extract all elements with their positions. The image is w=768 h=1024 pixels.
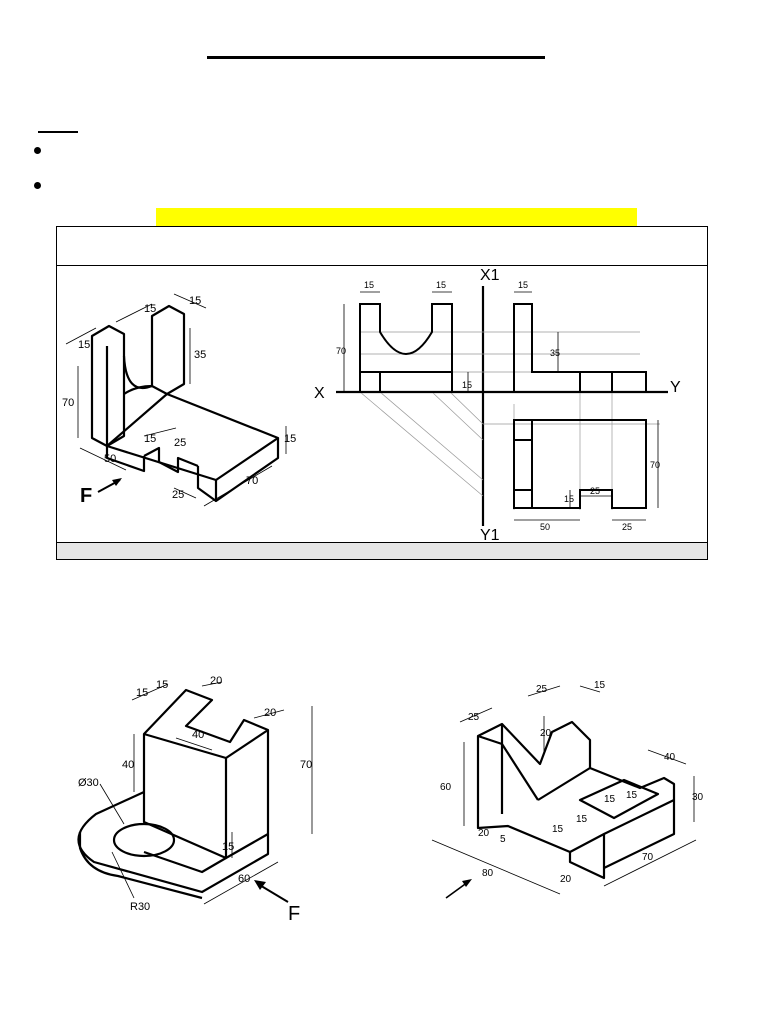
top-dim-1: 70	[650, 460, 660, 470]
left-dim-9: 15	[222, 841, 234, 853]
axis-y-label: Y	[670, 379, 681, 396]
right-dim-4: 25	[536, 684, 548, 695]
iso-dim-3: 15	[189, 295, 201, 307]
top-dim-2: 15	[564, 494, 574, 504]
iso-dim-10: 25	[172, 489, 184, 501]
side-dim-1: 15	[518, 280, 528, 290]
right-dim-5: 60	[440, 782, 452, 793]
left-dim-11: R30	[130, 901, 150, 913]
left-dim-4: 20	[264, 707, 276, 719]
orthographic-view: X Y X1 Y1 15 15 70 15 15 35 70 15 25 50 …	[314, 267, 681, 544]
left-dim-7: 70	[300, 759, 312, 771]
right-dim-12: 5	[500, 834, 506, 845]
front-dim-3: 70	[336, 346, 346, 356]
left-dim-6: 40	[122, 759, 134, 771]
top-dim-3: 25	[590, 486, 600, 496]
iso-dim-1: 15	[78, 339, 90, 351]
right-dim-9: 15	[626, 790, 638, 801]
side-dim-2: 35	[550, 348, 560, 358]
note-underline	[38, 131, 78, 133]
bullet-1	[34, 147, 41, 154]
top-dim-4: 50	[540, 522, 550, 532]
front-dim-4: 15	[462, 380, 472, 390]
left-dim-3: 20	[210, 675, 222, 687]
right-dim-3: 20	[540, 728, 552, 739]
iso-dim-9: 50	[104, 453, 116, 465]
view-direction-arrow: F	[80, 478, 122, 507]
right-dim-11: 20	[478, 828, 490, 839]
axis-y1-label: Y1	[480, 527, 500, 544]
right-dim-8: 15	[604, 794, 616, 805]
iso-dim-6: 15	[284, 433, 296, 445]
left-dim-1: 15	[136, 687, 148, 699]
right-view-direction-arrow	[445, 879, 472, 899]
highlight-bar	[156, 208, 637, 226]
isometric-view: 15 15 15 35 70 15 25 15 50 25 70 F	[62, 293, 296, 507]
left-dim-5: 40	[192, 729, 204, 741]
left-arrow-label-f: F	[288, 903, 300, 925]
right-dim-2: 15	[594, 680, 606, 691]
right-dim-7: 30	[692, 792, 704, 803]
right-dim-6: 40	[664, 752, 676, 763]
right-dim-15: 20	[560, 874, 572, 885]
bullet-2	[34, 182, 41, 189]
left-dim-10: 60	[238, 873, 250, 885]
iso-dim-11: 70	[246, 475, 258, 487]
figure-left-bracket: 15 15 20 20 40 40 70 Ø30 15 60 R30 F	[77, 675, 313, 925]
front-dim-1: 15	[364, 280, 374, 290]
iso-dim-7: 25	[174, 437, 186, 449]
axis-x-label: X	[314, 385, 325, 402]
top-dim-5: 25	[622, 522, 632, 532]
right-dim-16: 70	[642, 852, 654, 863]
left-view-direction-arrow: F	[254, 880, 300, 925]
right-dim-13: 15	[576, 814, 588, 825]
axis-x1-label: X1	[480, 267, 500, 284]
table-footer	[57, 542, 707, 559]
table-header	[57, 227, 707, 266]
right-dim-1: 25	[468, 712, 480, 723]
arrow-label-f: F	[80, 485, 92, 507]
left-dim-2: 15	[156, 679, 168, 691]
title-underline	[207, 56, 545, 59]
exercise-table	[56, 226, 708, 560]
iso-dim-4: 35	[194, 349, 206, 361]
right-dim-14: 80	[482, 868, 494, 879]
iso-dim-5: 70	[62, 397, 74, 409]
front-dim-2: 15	[436, 280, 446, 290]
iso-dim-2: 15	[144, 303, 156, 315]
iso-dim-8: 15	[144, 433, 156, 445]
figure-right-block: 25 15 20 25 60 40 30 15 15 15 20 5 15 80…	[431, 680, 704, 899]
left-dim-8: Ø30	[78, 777, 99, 789]
right-dim-10: 15	[552, 824, 564, 835]
